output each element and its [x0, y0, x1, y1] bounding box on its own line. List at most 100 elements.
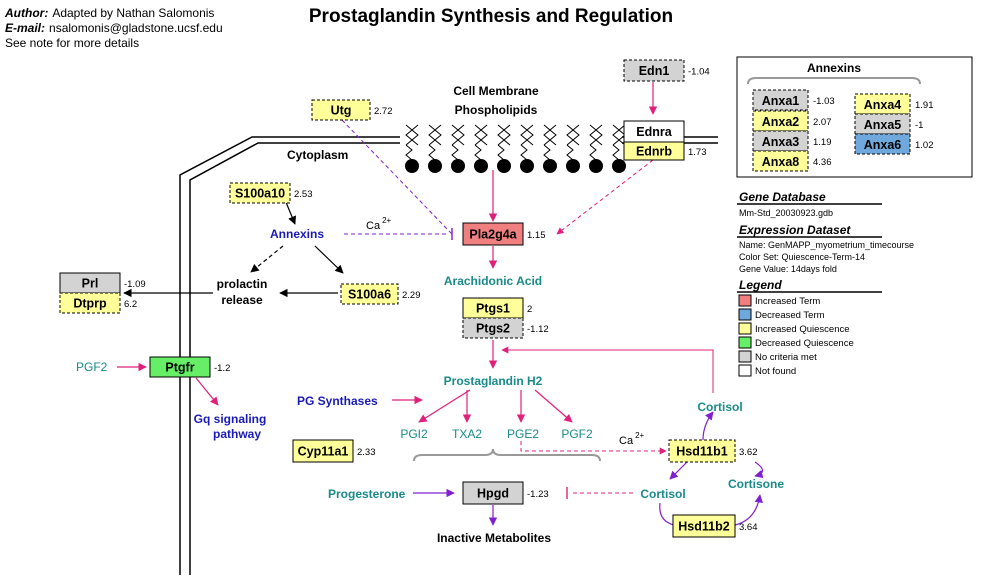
- label-arachidonic-acid: Arachidonic Acid: [444, 274, 542, 288]
- legend-label: Increased Term: [755, 296, 820, 307]
- label-pgi2: PGI2: [400, 427, 428, 441]
- gene-anxa4-label: Anxa4: [864, 98, 902, 112]
- gene-cyp11a1[interactable]: Cyp11a1 2.33: [292, 439, 376, 463]
- gene-pla2g4a[interactable]: Pla2g4a 1.15: [462, 222, 546, 246]
- lipid-head: [497, 159, 511, 173]
- lipid-tail: [428, 144, 436, 161]
- gene-ptgs2[interactable]: Ptgs2-1.12: [462, 317, 549, 339]
- arrow-pgh2-pgf2: [534, 389, 573, 423]
- gene-anxa6-value: 1.02: [915, 140, 934, 151]
- gene-edn1[interactable]: Edn1-1.04: [623, 59, 710, 82]
- gene-ptgfr[interactable]: Ptgfr-1.2: [149, 356, 230, 378]
- gene-hpgd-label: Hpgd: [477, 487, 509, 501]
- label-prostaglandin-h2: Prostaglandin H2: [444, 374, 543, 388]
- legend-swatch: [738, 294, 752, 307]
- gene-pla2g4a-label: Pla2g4a: [469, 228, 517, 242]
- gene-hsd11b1-value: 3.62: [739, 447, 758, 458]
- gene-ptgfr-label: Ptgfr: [165, 361, 194, 375]
- lipid-tail: [589, 124, 603, 146]
- lipid-tail: [428, 124, 442, 146]
- gene-prl[interactable]: Prl-1.09: [59, 272, 146, 294]
- label-release: release: [221, 293, 263, 307]
- gene-anxa1[interactable]: Anxa1 -1.03: [752, 89, 835, 111]
- arrow-cortisol-ptgs: [501, 346, 714, 393]
- legend-label: No criteria met: [755, 352, 817, 363]
- lipid-tail: [405, 144, 413, 161]
- gene-hpgd[interactable]: Hpgd -1.23: [462, 481, 549, 505]
- gene-ptgs2-label: Ptgs2: [476, 322, 510, 336]
- lipid-head: [566, 159, 580, 173]
- gene-cyp11a1-label: Cyp11a1: [298, 445, 349, 459]
- label-pgf2-left: PGF2: [76, 360, 108, 374]
- gene-dtprp-label: Dtprp: [73, 297, 107, 311]
- lipid-tail: [520, 144, 528, 161]
- lipid-head: [474, 159, 488, 173]
- label-txa2: TXA2: [452, 427, 482, 441]
- lipid-tail: [520, 124, 534, 146]
- expr-heading: Expression Dataset: [739, 223, 851, 237]
- note-line: See note for more details: [5, 36, 139, 50]
- lipid-tail: [543, 124, 557, 146]
- arrow-cortisone-hsd11b1: [754, 461, 764, 479]
- gene-anxa1-label: Anxa1: [762, 94, 800, 108]
- gene-anxa8-value: 4.36: [813, 157, 832, 168]
- gene-ptgs1-label: Ptgs1: [476, 302, 510, 316]
- lipid-head: [428, 159, 442, 173]
- lipid-tail: [497, 144, 505, 161]
- gene-prl-value: -1.09: [124, 279, 146, 290]
- arrow-pgh2-pgi2: [418, 389, 471, 423]
- gene-anxa8-label: Anxa8: [762, 155, 800, 169]
- inhibit-utg-pla2g4a: [341, 119, 453, 235]
- phospholipid-bilayer: [405, 124, 626, 173]
- legend-item: Not found: [738, 364, 796, 377]
- legend-item: Decreased Term: [738, 308, 825, 321]
- gene-cyp11a1-value: 2.33: [357, 447, 376, 458]
- gene-anxa1-value: -1.03: [813, 96, 835, 107]
- lipid-tail: [589, 144, 597, 161]
- gene-ednra[interactable]: Ednra: [623, 120, 685, 143]
- color-set: Color Set: Quiescence-Term-14: [739, 252, 865, 262]
- legend-label: Decreased Term: [755, 310, 825, 321]
- label-pge2: PGE2: [507, 427, 539, 441]
- gene-anxa5[interactable]: Anxa5-1: [854, 113, 923, 135]
- gene-value: Gene Value: 14days fold: [739, 264, 837, 274]
- gene-edn1-value: -1.04: [688, 67, 710, 78]
- gene-hpgd-value: -1.23: [527, 489, 549, 500]
- legend-item: Increased Quiescence: [738, 322, 850, 335]
- gene-ednrb-value: 1.73: [688, 147, 707, 158]
- label-cortisone: Cortisone: [728, 477, 784, 491]
- lipid-tail: [566, 124, 580, 146]
- lipid-head: [612, 159, 626, 173]
- label-cortisol-top: Cortisol: [697, 400, 742, 414]
- lipid-tail: [474, 124, 488, 146]
- label-gq-line1: Gq signaling: [194, 412, 267, 426]
- gene-anxa2-label: Anxa2: [762, 115, 800, 129]
- arrow-pge2-hsd11b1: [520, 441, 667, 455]
- gene-anxa2-value: 2.07: [813, 117, 832, 128]
- gene-anxa8[interactable]: Anxa8 4.36: [752, 150, 832, 172]
- gene-db-heading: Gene Database: [739, 190, 826, 204]
- expr-name: Name: GenMAPP_myometrium_timecourse: [739, 240, 914, 250]
- label-pgf2: PGF2: [561, 427, 593, 441]
- legend-item: Decreased Quiescence: [738, 336, 854, 349]
- gene-utg-value: 2.72: [374, 106, 393, 117]
- legend-swatch: [738, 350, 752, 363]
- email-line: E-mail:nsalomonis@gladstone.ucsf.edu: [5, 21, 223, 35]
- legend-swatch: [738, 322, 752, 335]
- author-line: Author:Adapted by Nathan Salomonis: [4, 6, 214, 20]
- gene-pla2g4a-value: 1.15: [527, 230, 546, 241]
- arrow-hsd11b1-cortisol2: [669, 460, 689, 480]
- gene-anxa5-value: -1: [915, 120, 923, 131]
- arrow-ptgfr-gq: [195, 377, 219, 406]
